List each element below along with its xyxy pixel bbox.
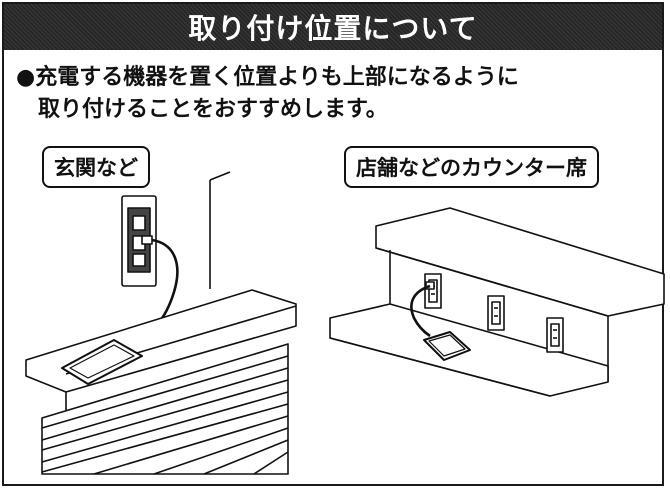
installation-panel: 取り付け位置について ●充電する機器を置く位置よりも上部になるように 取り付ける… xyxy=(2,2,665,486)
wall-outlet-icon xyxy=(121,195,157,287)
title-bar: 取り付け位置について xyxy=(4,4,662,50)
counter-outlet-icon xyxy=(546,317,564,353)
cabinet-front xyxy=(41,343,289,475)
counter-top-shelf xyxy=(375,207,665,317)
charging-cable xyxy=(410,284,431,338)
counter-label: 店舗などのカウンター席 xyxy=(344,146,599,188)
counter-illustration xyxy=(329,207,665,397)
charging-pad-icon xyxy=(61,339,143,385)
counter-outlet-icon xyxy=(424,273,442,309)
recommendation-line-2: 取り付けることをおすすめします。 xyxy=(38,97,388,122)
page-title: 取り付け位置について xyxy=(188,12,478,45)
bullet-mark: ● xyxy=(16,65,36,90)
installation-illustrations xyxy=(25,171,665,475)
charging-pad-icon xyxy=(423,331,471,361)
entrance-illustration xyxy=(25,171,297,475)
recommendation-line-1: 充電する機器を置く位置よりも上部になるように xyxy=(35,65,519,90)
entrance-label: 玄関など xyxy=(42,146,150,188)
recommendation-text: ●充電する機器を置く位置よりも上部になるように 取り付けることをおすすめします。 xyxy=(16,62,656,126)
wall-top-line xyxy=(209,171,231,181)
counter-outlet-icon xyxy=(487,295,505,331)
